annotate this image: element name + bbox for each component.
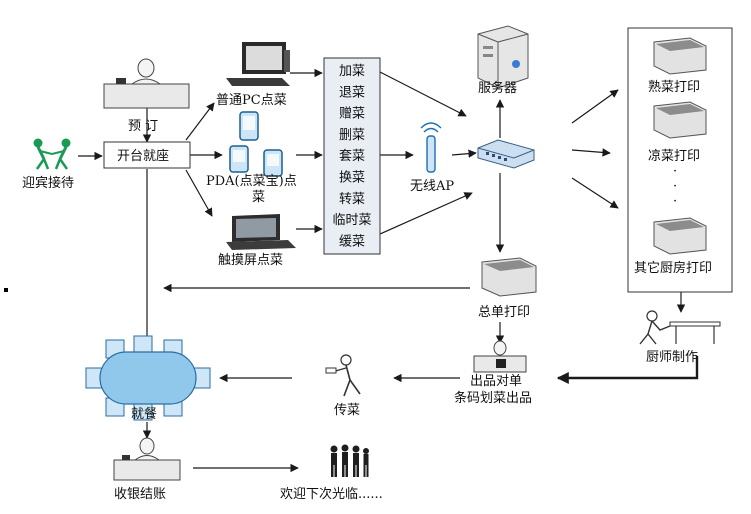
network-switch-icon: [477, 139, 535, 169]
hot-dish-printer-icon: [653, 37, 707, 75]
cashier-label: 收银结账: [114, 487, 166, 502]
reserve-label: 预 订: [128, 119, 158, 134]
checkout-label-line1: 出品对单: [470, 374, 522, 389]
chef-label: 厨师制作: [646, 350, 698, 365]
other-kitchen-printer-icon: [653, 217, 707, 255]
pc-computer-icon: [226, 42, 290, 86]
checkout-desk-icon: [473, 340, 527, 373]
pda-order-label-line1: PDA(点菜宝)点: [206, 174, 297, 189]
open-table-label: 开台就座: [117, 149, 169, 164]
ap-label: 无线AP: [410, 179, 454, 194]
greeting-figures: [33, 138, 71, 170]
ellipsis-dot-2: ·: [673, 179, 677, 194]
reception-desk: [103, 58, 190, 109]
server-icon: [477, 25, 529, 89]
checkout-label-line2: 条码划菜出品: [454, 390, 532, 406]
operations-box: [323, 57, 381, 255]
bullet-dot: [4, 288, 8, 292]
greet-label: 迎宾接待: [22, 175, 74, 191]
ellipsis-dot-3: ·: [673, 194, 677, 209]
operation-item: 套菜: [339, 148, 365, 164]
summary-printer-icon: [481, 257, 537, 297]
arrow-to-touch: [185, 169, 213, 217]
open-table-box: [103, 141, 191, 169]
cold-dish-print-label: 凉菜打印: [648, 149, 700, 164]
arrow-chef-to-checkout: [556, 356, 699, 384]
arrow-switch-to-hot: [571, 89, 619, 124]
arrow-ops-to-switch-top: [379, 71, 467, 117]
chef-icon: [639, 310, 721, 345]
serving-waiter-icon: [325, 354, 361, 397]
operation-item: 转菜: [339, 192, 365, 207]
server-label: 服务器: [478, 80, 517, 96]
cold-dish-printer-icon: [653, 101, 707, 139]
operation-item: 缓菜: [339, 234, 365, 249]
guests-group-icon: [330, 444, 369, 477]
hot-dish-print-label: 熟菜打印: [648, 79, 700, 95]
cashier-desk-icon: [113, 437, 181, 481]
pc-order-label: 普通PC点菜: [216, 93, 287, 108]
arrow-switch-to-other: [571, 177, 619, 209]
dine-label: 就餐: [131, 406, 157, 422]
operation-item: 临时菜: [332, 213, 371, 228]
serve-label: 传菜: [334, 403, 360, 418]
connectors: [78, 68, 699, 473]
summary-print-label: 总单打印: [478, 305, 530, 320]
arrow-to-pc: [185, 102, 215, 141]
operation-item: 加菜: [339, 64, 365, 79]
pda-device-icon: [229, 111, 283, 177]
operation-item: 赠菜: [339, 107, 365, 122]
arrow-switch-to-cold: [571, 148, 611, 157]
other-kitchen-print-label: 其它厨房打印: [634, 260, 712, 276]
touch-order-label: 触摸屏点菜: [218, 253, 283, 268]
wireless-ap-icon: [420, 122, 442, 173]
operation-item: 退菜: [339, 85, 365, 100]
ellipsis-dot-1: ·: [673, 164, 677, 179]
operation-item: 删菜: [339, 128, 365, 143]
dining-table-icon: [85, 335, 211, 421]
pda-order-label-line2: 菜: [252, 190, 265, 205]
touchscreen-icon: [226, 214, 296, 250]
arrow-ap-to-switch: [451, 149, 477, 158]
farewell-label: 欢迎下次光临......: [280, 486, 383, 502]
arrow-ops-to-switch-bottom: [379, 192, 473, 235]
operation-item: 换菜: [339, 171, 365, 186]
